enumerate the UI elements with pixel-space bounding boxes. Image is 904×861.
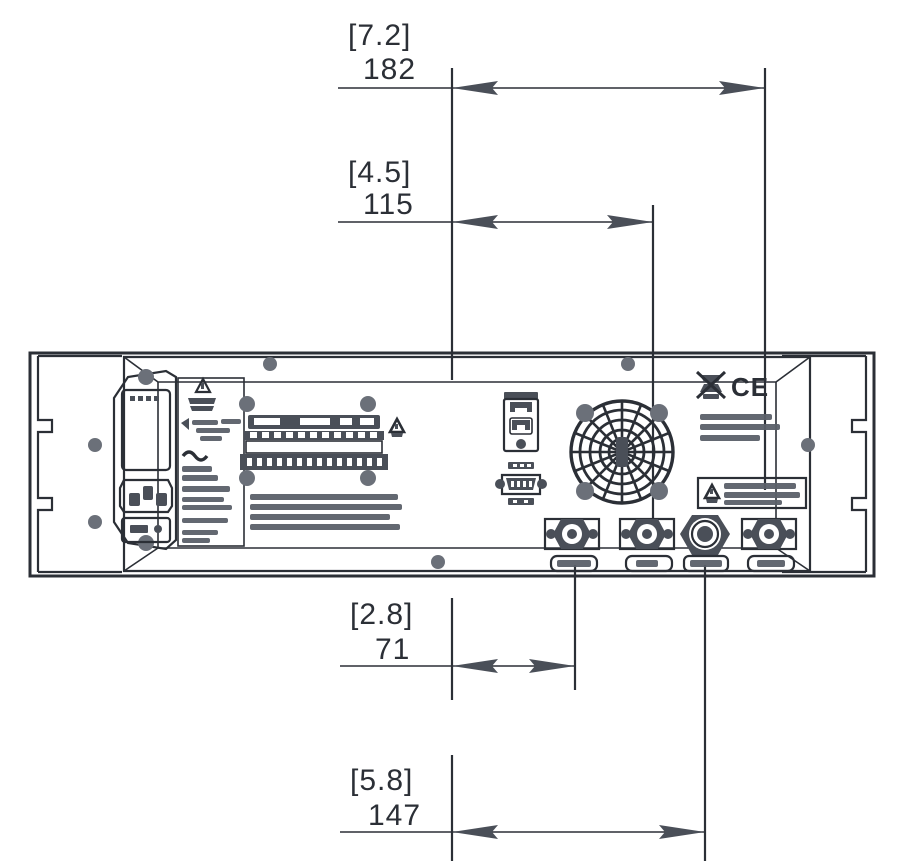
terminal-block-screws <box>250 432 377 438</box>
panel-top-chamfer <box>123 356 811 383</box>
voltage-selector-dots <box>130 396 159 401</box>
dimension-71-inch: [2.8] <box>350 598 413 631</box>
dsub-connector[interactable] <box>495 462 547 505</box>
power-module-screw <box>138 369 154 385</box>
fuse-drawer[interactable] <box>120 516 172 544</box>
terminal-block-pins <box>247 458 382 466</box>
terminal-warning-triangle-icon <box>387 416 407 437</box>
dimension-115-mm: 115 <box>363 188 414 221</box>
fan-grille <box>569 399 675 505</box>
fan-mount-screw <box>650 404 668 422</box>
round-connector-large[interactable] <box>680 515 730 573</box>
chassis-screw <box>88 515 102 529</box>
panel-outer-outline <box>28 351 876 578</box>
chassis-screw <box>621 357 635 371</box>
terminal-block-connector[interactable] <box>239 396 388 486</box>
bnc-connector-2[interactable] <box>618 517 676 573</box>
chassis-screw <box>263 357 277 371</box>
left-rack-mount-ear <box>36 356 54 572</box>
terminal-block-screw <box>360 396 376 412</box>
instrument-rear-panel: CE <box>28 351 876 578</box>
dimension-147-mm: 147 <box>368 799 421 832</box>
ethernet-jack[interactable] <box>502 392 540 453</box>
ce-mark-icon: CE <box>731 372 769 402</box>
left-label-text-lines <box>182 466 232 543</box>
dimension-182: [7.2] 182 <box>338 19 767 490</box>
fuse-replacement-icon <box>181 418 241 441</box>
dsub-jackscrew <box>495 479 505 489</box>
manufacturer-text-lines <box>700 414 780 441</box>
terminal-block-screw <box>360 470 376 486</box>
voltage-selector-window <box>120 388 172 472</box>
dimension-115: [4.5] 115 <box>338 156 655 540</box>
fan-mount-screw <box>650 482 668 500</box>
dimension-71-mm: 71 <box>375 633 410 666</box>
center-label-text-lines <box>250 494 402 530</box>
fan-mount-screw <box>576 482 594 500</box>
dimension-182-mm: 182 <box>363 53 416 86</box>
dsub-jackscrew <box>537 479 547 489</box>
warning-triangle-icon <box>188 376 216 411</box>
fan-mount-screw <box>576 404 594 422</box>
caution-label-box <box>696 476 808 510</box>
chassis-screw <box>801 438 815 452</box>
round-connector-large-label <box>682 554 730 573</box>
dsub-pins <box>511 481 532 487</box>
dimension-147-inch: [5.8] <box>350 764 413 797</box>
bnc-connector-1-label <box>549 554 599 573</box>
chassis-screw <box>431 555 445 569</box>
dimension-147: [5.8] 147 <box>340 565 707 861</box>
terminal-block-screw <box>239 396 255 412</box>
chassis-screw <box>88 438 102 452</box>
fan-hub <box>616 437 628 467</box>
ac-mains-symbol <box>181 450 209 462</box>
weee-bin-icon <box>695 370 727 400</box>
bnc-connector-1[interactable] <box>543 517 601 573</box>
power-entry-module <box>112 369 178 551</box>
left-ear-edges <box>38 354 122 574</box>
terminal-block-screw <box>239 470 255 486</box>
dimension-71: [2.8] 71 <box>340 565 577 700</box>
left-label-plate <box>177 376 245 547</box>
iec-power-inlet[interactable] <box>118 478 174 514</box>
right-rack-mount-ear <box>850 356 868 572</box>
bnc-connector-4-label <box>746 554 796 573</box>
right-ear-edges <box>782 354 866 574</box>
bnc-connector-2-label <box>624 554 674 573</box>
bnc-connector-4[interactable] <box>740 517 798 573</box>
dimension-115-inch: [4.5] <box>348 156 411 189</box>
dimension-182-inch: [7.2] <box>348 19 411 52</box>
